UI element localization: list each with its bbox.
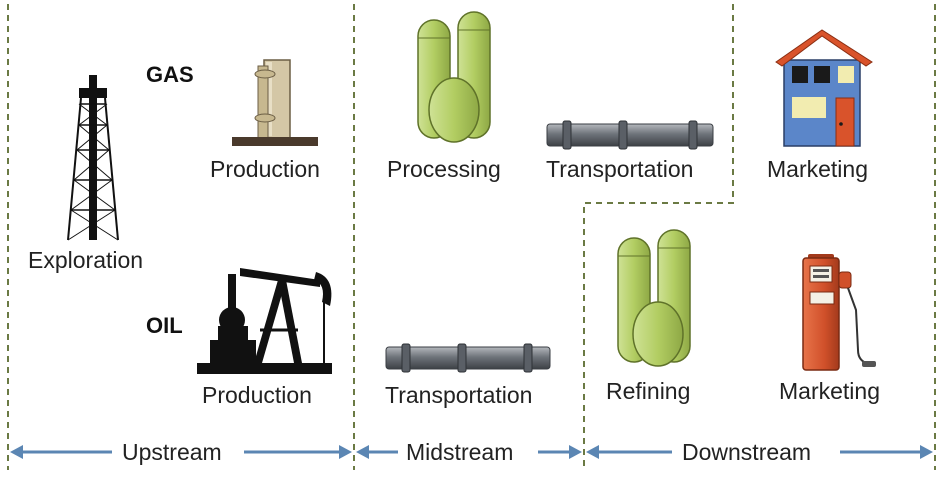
upstream-label: Upstream bbox=[122, 439, 222, 465]
downstream-segment-arrow bbox=[586, 445, 933, 459]
midstream-label: Midstream bbox=[406, 439, 513, 465]
gas-marketing-label: Marketing bbox=[767, 156, 868, 182]
storage-tanks-icon bbox=[617, 229, 691, 367]
pipeline-icon bbox=[385, 343, 551, 373]
oil-production-label: Production bbox=[202, 382, 312, 408]
house-icon bbox=[775, 29, 873, 147]
storage-tanks-icon bbox=[417, 11, 491, 143]
gas-processing-label: Processing bbox=[387, 156, 501, 182]
fuel-pump-icon bbox=[802, 254, 876, 371]
exploration-label: Exploration bbox=[28, 247, 143, 273]
gas-category-label: GAS bbox=[146, 62, 194, 87]
oil-refining-label: Refining bbox=[606, 378, 690, 404]
midstream-segment-arrow bbox=[356, 445, 582, 459]
gas-transportation-label: Transportation bbox=[546, 156, 693, 182]
segment-dividers bbox=[7, 4, 936, 470]
pipeline-icon bbox=[546, 120, 714, 150]
wellhead-icon bbox=[232, 59, 318, 146]
drilling-rig-icon bbox=[67, 75, 119, 241]
gas-production-label: Production bbox=[210, 156, 320, 182]
oil-category-label: OIL bbox=[146, 313, 183, 338]
oil-marketing-label: Marketing bbox=[779, 378, 880, 404]
downstream-label: Downstream bbox=[682, 439, 811, 465]
midstream-downstream-divider bbox=[583, 4, 734, 470]
pumpjack-icon bbox=[197, 268, 332, 374]
upstream-segment-arrow bbox=[10, 445, 352, 459]
oil-transportation-label: Transportation bbox=[385, 382, 532, 408]
